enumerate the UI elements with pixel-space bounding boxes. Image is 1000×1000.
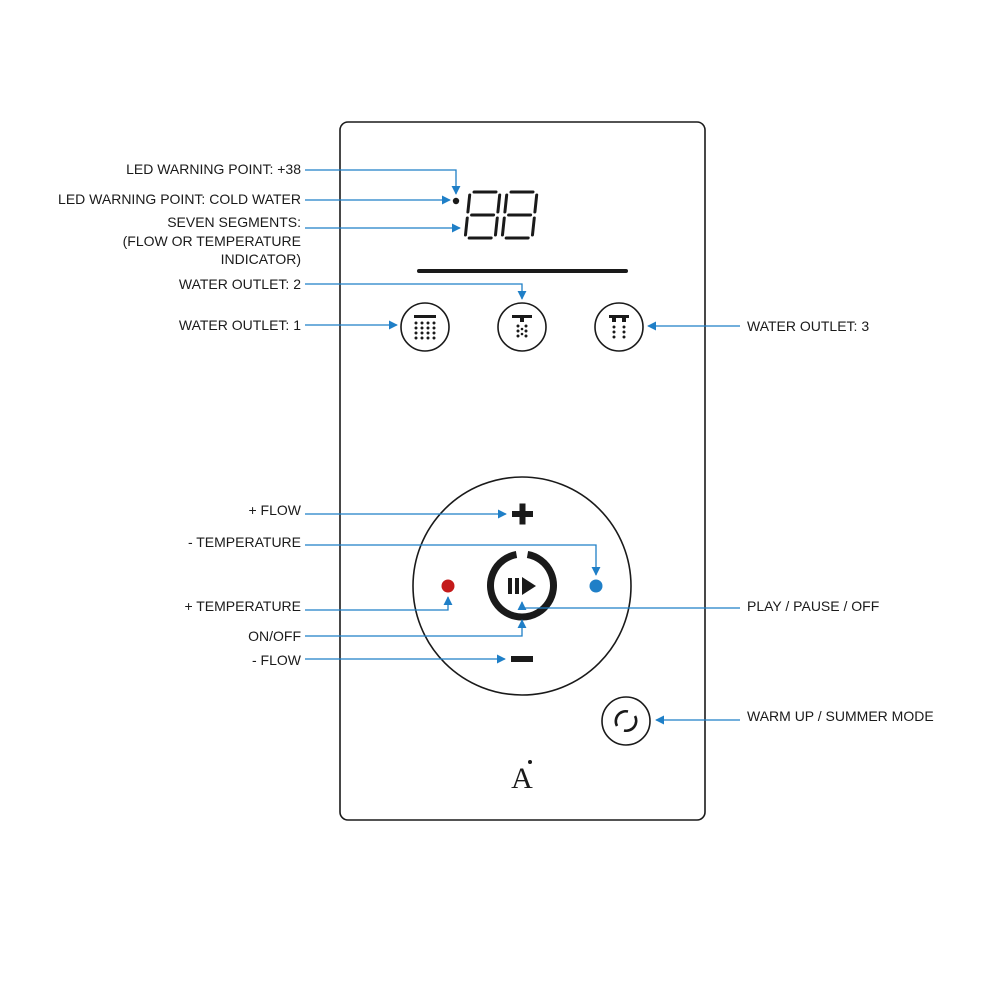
seven-segment-display [463,190,539,240]
led-warning-dot [452,197,460,205]
shower-head-column-icon [512,315,532,338]
label-warm-up-summer: WARM UP / SUMMER MODE [747,708,934,724]
label-seven-segments-3: INDICATOR) [220,251,301,267]
label-led-warning-cold: LED WARNING POINT: COLD WATER [58,191,301,207]
plus-flow-button[interactable] [512,503,533,525]
callout-minus-temperature-line [305,544,601,576]
hot-temperature-led[interactable] [441,579,455,593]
circular-arrows-icon [614,709,638,733]
label-water-outlet-3: WATER OUTLET: 3 [747,318,870,334]
callout-play-pause-line [517,601,740,611]
label-water-outlet-1: WATER OUTLET: 1 [178,317,301,333]
label-seven-segments-2: (FLOW OR TEMPERATURE [122,233,301,249]
panel-body [339,121,706,821]
brand-logo: A [511,762,533,795]
label-seven-segments-1: SEVEN SEGMENTS: [167,214,301,230]
label-plus-flow: + FLOW [248,502,301,518]
label-on-off: ON/OFF [248,628,301,644]
label-led-warning-38: LED WARNING POINT: +38 [126,161,301,177]
label-water-outlet-2: WATER OUTLET: 2 [178,276,301,292]
label-plus-temperature: + TEMPERATURE [184,598,301,614]
callout-outlet-2-line [305,283,527,300]
label-minus-flow: - FLOW [252,652,301,668]
play-pause-button[interactable] [486,550,558,622]
warm-up-summer-button[interactable] [601,696,651,746]
shower-head-4x4-icon [414,315,436,340]
callout-plus-temperature-line [305,596,453,611]
callout-lines [305,169,740,725]
brand-logo-dot [528,760,532,764]
shower-head-two-columns-icon [609,315,629,339]
play-pause-icon [508,577,536,595]
cold-temperature-led[interactable] [589,579,603,593]
label-play-pause-off: PLAY / PAUSE / OFF [747,598,880,614]
water-outlet-2-button[interactable] [497,302,547,352]
water-outlet-1-button[interactable] [400,302,450,352]
label-minus-temperature: - TEMPERATURE [187,534,301,550]
water-outlet-3-button[interactable] [594,302,644,352]
minus-flow-button[interactable] [511,656,533,662]
callout-on-off-line [305,619,527,637]
callout-led-38-line [305,169,461,195]
